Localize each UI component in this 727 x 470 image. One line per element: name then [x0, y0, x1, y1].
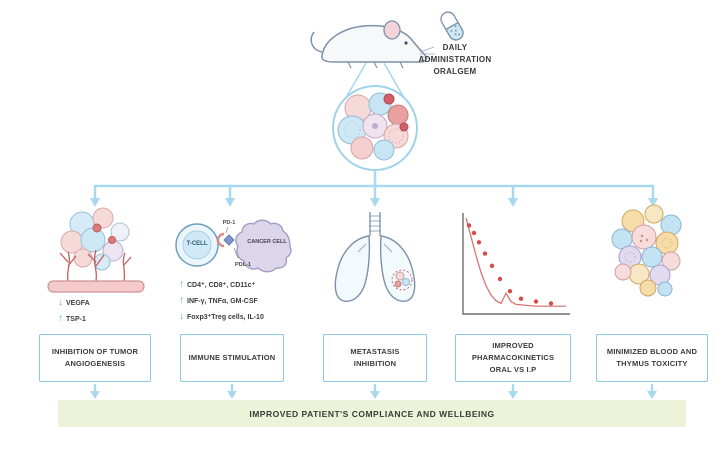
lung-tumor	[395, 271, 405, 281]
marker-vegfa: ↓ VEGFA	[58, 298, 90, 308]
lungs-illustration	[334, 212, 416, 302]
pk-chart-plot	[465, 217, 566, 307]
pd1-receptor	[216, 232, 225, 248]
up-arrow-icon: ↑	[58, 313, 63, 324]
branch-connector-lines	[93, 169, 655, 201]
immune-illustration	[175, 219, 292, 273]
mouse-eye	[404, 41, 408, 45]
t-cell-label: T-CELL	[186, 241, 208, 247]
tumor-circle-illustration	[332, 85, 418, 171]
marker-label: INF-γ, TNFα, GM-CSF	[187, 297, 258, 305]
up-arrow-icon: ↑	[179, 279, 184, 290]
marker-treg: ↓ Foxp3⁺Treg cells, IL-10	[179, 312, 264, 322]
daily-administration-label: DAILY ADMINISTRATION ORALGEM	[418, 43, 492, 76]
branch-arrowheads	[90, 198, 658, 207]
mouse-ear	[383, 20, 401, 40]
marker-tsp1: ↑ TSP-1	[58, 314, 86, 324]
pk-chart-axes	[462, 213, 570, 315]
angiogenesis-illustration	[47, 207, 145, 293]
marker-cd-cells: ↑ CD4⁺, CD8⁺, CD11c⁺	[179, 280, 255, 290]
zoom-lines	[346, 62, 404, 97]
mouse-illustration	[310, 20, 435, 69]
mouse-tail	[310, 31, 323, 53]
marker-cytokines: ↑ INF-γ, TNFα, GM-CSF	[179, 296, 258, 306]
marker-label: TSP-1	[66, 315, 86, 323]
vessel-bar	[47, 280, 145, 293]
down-arrow-icon: ↓	[58, 297, 63, 308]
mouse-body	[321, 24, 427, 63]
mouse-legs	[347, 61, 404, 69]
blood-vessels	[59, 249, 132, 282]
outcome-box-pharmacokinetics: IMPROVED PHARMACOKINETICS ORAL VS I.P	[455, 334, 571, 382]
marker-label: Foxp3⁺Treg cells, IL-10	[187, 314, 264, 321]
left-lung	[334, 235, 371, 302]
outcome-box-immune: IMMUNE STIMULATION	[180, 334, 284, 382]
pk-chart	[462, 213, 570, 315]
down-arrow-icon: ↓	[179, 311, 184, 322]
outcome-box-toxicity: MINIMIZED BLOOD AND THYMUS TOXICITY	[596, 334, 708, 382]
wellbeing-banner: IMPROVED PATIENT'S COMPLIANCE AND WELLBE…	[58, 400, 686, 427]
pdl1-label: PDL-1	[235, 262, 251, 268]
pd1-label: PD-1	[222, 220, 236, 226]
marker-label: VEGFA	[66, 299, 90, 307]
pill-icon	[440, 11, 464, 41]
cancer-cell	[235, 219, 292, 273]
mouse-whiskers	[419, 46, 435, 61]
cancer-cell-label: CANCER CELL	[247, 239, 287, 245]
outcome-box-angiogenesis: INHIBITION OF TUMOR ANGIOGENESIS	[39, 334, 151, 382]
up-arrow-icon: ↑	[179, 295, 184, 306]
marker-label: CD4⁺, CD8⁺, CD11c⁺	[187, 282, 256, 289]
pdl1-ligand	[223, 234, 235, 246]
pd1-pdl1-pointer-lines	[225, 226, 239, 259]
box-banner-arrow-lines	[93, 383, 654, 394]
toxicity-cells-illustration	[611, 204, 682, 297]
outcome-box-metastasis: METASTASIS INHIBITION	[323, 334, 427, 382]
box-banner-arrowheads	[90, 391, 657, 399]
